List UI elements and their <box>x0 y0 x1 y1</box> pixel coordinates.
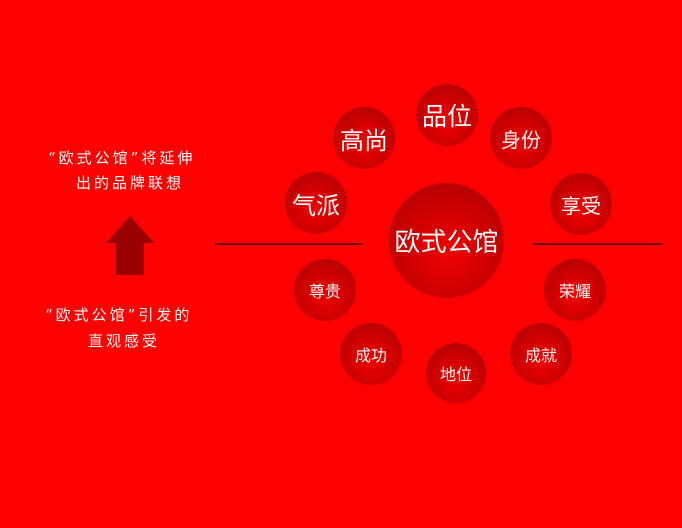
node-label: 荣耀 <box>558 282 591 301</box>
node-label: 身份 <box>501 127 541 152</box>
center-node: 欧式公馆 <box>389 183 504 298</box>
node-label: 气派 <box>292 191 340 220</box>
direct-impression-line1: “欧式公馆”引发的 <box>45 306 193 324</box>
node-label: 享受 <box>561 193 601 218</box>
direct-impression-line2: 直观感受 <box>88 332 161 350</box>
center-label: 欧式公馆 <box>394 228 499 258</box>
left-divider <box>215 243 362 245</box>
brand-association-line1: “欧式公馆”将延伸 <box>48 149 196 167</box>
node-gaoshang: 高尚 <box>333 107 395 169</box>
node-label: 高尚 <box>340 126 388 155</box>
up-arrow-icon <box>106 216 154 275</box>
node-rongyao: 荣耀 <box>544 259 606 321</box>
node-shenfen: 身份 <box>490 107 552 169</box>
node-label: 品位 <box>421 102 472 131</box>
node-zungui: 尊贵 <box>294 259 356 321</box>
node-xiangshou: 享受 <box>550 173 612 235</box>
node-label: 成功 <box>354 346 387 365</box>
node-qipai: 气派 <box>285 172 347 234</box>
right-divider <box>533 243 662 245</box>
node-chenggong: 成功 <box>340 323 402 385</box>
node-label: 尊贵 <box>308 282 341 301</box>
brand-association-line2: 出的品牌联想 <box>76 174 185 192</box>
node-chengjiu: 成就 <box>510 323 572 385</box>
node-label: 成就 <box>524 346 557 365</box>
node-label: 地位 <box>439 365 472 384</box>
node-pinwei: 品位 <box>416 84 478 146</box>
node-diwei: 地位 <box>426 343 486 403</box>
